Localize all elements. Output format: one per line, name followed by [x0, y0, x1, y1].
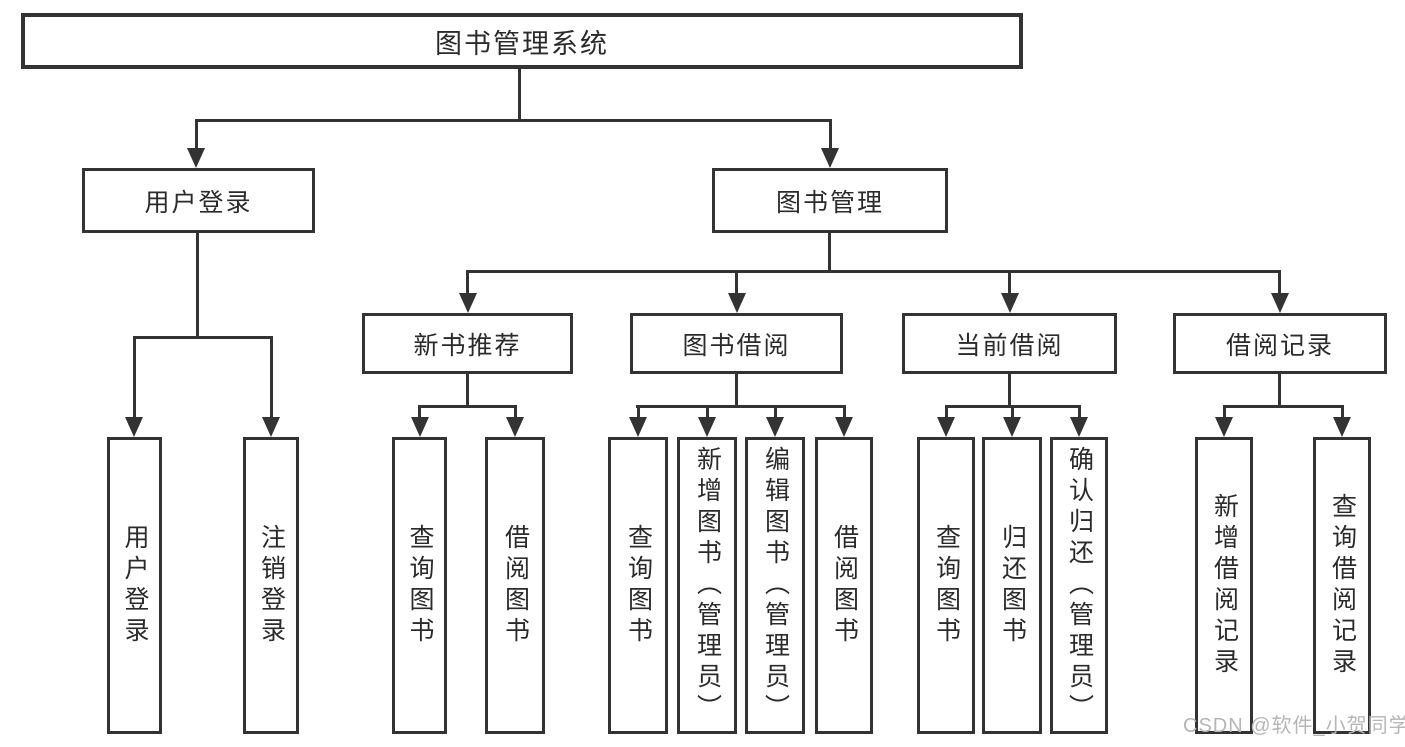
- connector-book-borrowing-stem: [735, 372, 738, 408]
- connector-borrowing-records-stem: [1278, 372, 1281, 408]
- arrow-to-leaf-logout: [262, 336, 280, 437]
- node-label: 新书推荐: [413, 331, 522, 360]
- arrow-to-book-borrowing: [727, 270, 746, 313]
- connector-user-login-branch: [133, 336, 273, 339]
- leaf-label: 借阅图书: [830, 523, 859, 648]
- node-current-borrowing: 当前借阅: [902, 313, 1117, 374]
- connector-borrowing-records-branch: [1223, 405, 1344, 408]
- node-root-label: 图书管理系统: [435, 28, 609, 59]
- leaf-query-borrow-record: 查询借阅记录: [1313, 437, 1371, 734]
- node-label: 用户登录: [144, 188, 253, 217]
- arrow-to-borrow-books-1: [506, 405, 524, 437]
- connector-new-book-branch: [418, 405, 517, 408]
- leaf-borrow-books-borrowing: 借阅图书: [815, 437, 873, 734]
- connector-user-login-stem: [195, 231, 199, 339]
- leaf-label: 借阅图书: [501, 523, 530, 648]
- arrow-to-query-books-2: [629, 405, 647, 437]
- arrow-to-book-management: [821, 119, 839, 168]
- leaf-label: 新增图书（管理员）: [693, 446, 722, 725]
- leaf-add-borrow-record: 新增借阅记录: [1195, 437, 1253, 734]
- leaf-add-book-admin: 新增图书（管理员）: [677, 437, 737, 734]
- connector-root-branch: [195, 119, 832, 122]
- connector-book-management-stem: [827, 231, 831, 273]
- arrow-to-leaf-user-login: [125, 336, 143, 437]
- arrow-to-add-borrow-record: [1215, 405, 1233, 437]
- arrow-to-query-books-1: [410, 405, 429, 437]
- connector-root-stem: [518, 66, 521, 119]
- connector-book-management-branch: [466, 270, 1281, 273]
- connector-book-borrowing-branch: [636, 405, 846, 408]
- leaf-logout: 注销登录: [243, 437, 299, 734]
- leaf-label: 查询借阅记录: [1328, 492, 1357, 679]
- leaf-confirm-return-admin: 确认归还（管理员）: [1050, 437, 1108, 734]
- leaf-label: 用户登录: [121, 523, 149, 648]
- arrow-to-borrowing-records: [1270, 270, 1289, 313]
- leaf-borrow-books-recommend: 借阅图书: [485, 437, 545, 734]
- leaf-return-books: 归还图书: [982, 437, 1042, 734]
- node-book-borrowing: 图书借阅: [630, 313, 843, 374]
- arrow-to-add-book: [698, 405, 716, 437]
- node-label: 当前借阅: [955, 331, 1064, 360]
- node-root: 图书管理系统: [21, 13, 1023, 69]
- leaf-label: 查询图书: [624, 523, 653, 648]
- watermark: CSDN @软件_小贺同学: [1183, 715, 1405, 737]
- leaf-label: 归还图书: [998, 523, 1027, 648]
- node-book-management: 图书管理: [712, 168, 948, 233]
- leaf-label: 确认归还（管理员）: [1065, 446, 1094, 725]
- arrow-to-borrow-books-2: [835, 405, 853, 437]
- node-new-book-recommendation: 新书推荐: [362, 313, 573, 374]
- arrow-to-current-borrowing: [1000, 270, 1019, 313]
- leaf-label: 查询图书: [932, 523, 961, 648]
- arrow-to-query-books-3: [937, 405, 955, 437]
- node-label: 图书管理: [775, 188, 884, 217]
- leaf-query-books-borrowing: 查询图书: [608, 437, 668, 734]
- arrow-to-user-login: [187, 119, 205, 168]
- node-label: 图书借阅: [682, 331, 791, 360]
- leaf-label: 编辑图书（管理员）: [761, 446, 790, 725]
- arrow-to-confirm-return: [1070, 405, 1088, 437]
- node-borrowing-records: 借阅记录: [1173, 313, 1387, 374]
- leaf-edit-book-admin: 编辑图书（管理员）: [745, 437, 805, 734]
- leaf-query-books-current: 查询图书: [917, 437, 975, 734]
- arrow-to-new-book-recommendation: [458, 270, 477, 313]
- leaf-label: 注销登录: [257, 523, 286, 648]
- connector-new-book-stem: [466, 372, 469, 408]
- leaf-label: 新增借阅记录: [1210, 492, 1239, 679]
- arrow-to-query-borrow-record: [1333, 405, 1351, 437]
- arrow-to-edit-book: [766, 405, 784, 437]
- arrow-to-return-books: [1003, 405, 1021, 437]
- leaf-user-login: 用户登录: [107, 437, 162, 734]
- leaf-label: 查询图书: [406, 523, 434, 648]
- node-user-login: 用户登录: [82, 168, 315, 233]
- connector-current-borrowing-stem: [1008, 372, 1011, 408]
- node-label: 借阅记录: [1225, 331, 1334, 360]
- leaf-query-books-recommend: 查询图书: [392, 437, 447, 734]
